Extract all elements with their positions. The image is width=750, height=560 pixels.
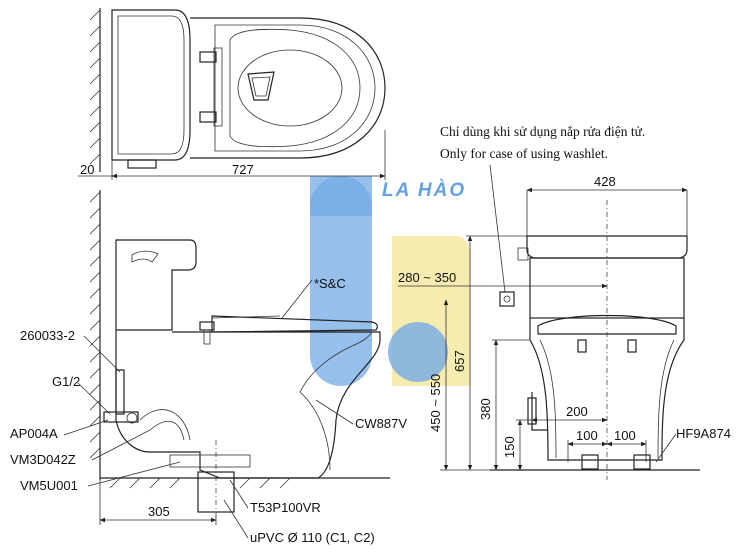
- watermark-text: LA HÀO: [382, 179, 466, 201]
- dim-200: 200: [566, 404, 588, 419]
- watermark: LA HÀO: [310, 176, 470, 386]
- dim-outlet-range: 280 ~ 350: [398, 270, 456, 285]
- bowl-outline-top: [190, 17, 386, 159]
- floor-hatch: [109, 477, 291, 489]
- dim-100-left: 100: [576, 428, 598, 443]
- note-en: Only for case of using washlet.: [440, 146, 608, 161]
- top-view: 20 727: [78, 8, 386, 180]
- seat-front: [537, 314, 677, 335]
- front-view: Chỉ dùng khi sử dụng nắp rửa điện tử. On…: [398, 124, 731, 480]
- dim-100-right: 100: [614, 428, 636, 443]
- seat-top: [229, 28, 361, 148]
- tank-top: [111, 9, 191, 161]
- seat-side: [211, 315, 378, 333]
- label-angle-valve: AP004A: [10, 426, 58, 441]
- flex-hose: [115, 369, 125, 415]
- dim-supply-range: 450 ~ 550: [428, 374, 443, 432]
- label-model: CW887V: [355, 416, 407, 431]
- dim-total-length: 727: [232, 162, 254, 177]
- dim-wall-gap: 20: [80, 162, 94, 177]
- dim-380: 380: [478, 398, 493, 420]
- label-sc: *S&C: [314, 276, 346, 291]
- dim-height: 657: [452, 350, 467, 372]
- label-flange-part: VM5U001: [20, 478, 78, 493]
- dim-rough-in: 305: [148, 504, 170, 519]
- note-vi: Chỉ dùng khi sử dụng nắp rửa điện tử.: [440, 124, 645, 139]
- label-pipe-spec: uPVC Ø 110 (C1, C2): [250, 530, 375, 545]
- watermark-blue-dot: [388, 322, 448, 382]
- dim-width: 428: [594, 174, 616, 189]
- bowl-drain-top: [247, 71, 275, 101]
- label-fill-valve: 260033-2: [20, 328, 75, 343]
- label-drain-part: VM3D042Z: [10, 452, 76, 467]
- bowl-front: [529, 318, 685, 461]
- label-thread: G1/2: [52, 374, 80, 389]
- watermark-blue-top: [310, 176, 372, 216]
- tank-side: [115, 239, 197, 331]
- label-pipe-part: T53P100VR: [250, 500, 321, 515]
- wall-hatch-side: [89, 191, 101, 459]
- label-bolt-part: HF9A874: [676, 426, 731, 441]
- bowl-side: [115, 330, 381, 479]
- dim-150: 150: [502, 436, 517, 458]
- side-view: 305 *S&C CW887V 260033-2 G1/2 AP004A VM3…: [10, 190, 407, 545]
- wall-hatch-top: [89, 9, 101, 165]
- watermark-blue-bar: [310, 176, 372, 386]
